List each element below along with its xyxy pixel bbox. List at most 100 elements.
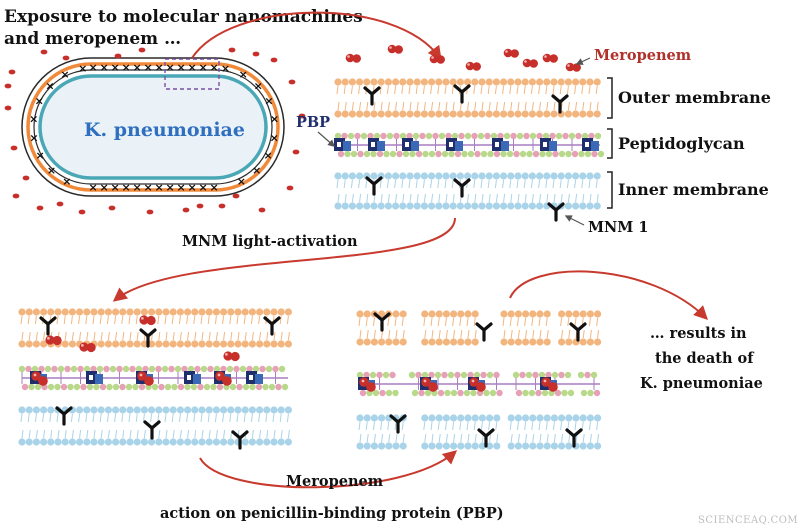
nanomachine-icon	[139, 328, 157, 348]
lipid-head	[184, 308, 192, 316]
lipid-tail	[444, 179, 447, 189]
nanomachine-icon	[39, 316, 57, 336]
peptidoglycan-unit	[272, 365, 279, 373]
lipid-head	[392, 78, 400, 86]
peptidoglycan-unit	[552, 150, 559, 158]
lipid-head	[384, 202, 392, 210]
lipid-head	[536, 338, 544, 346]
lipid-tail	[430, 85, 433, 95]
lipid-head	[140, 308, 148, 316]
lipid-head	[184, 438, 192, 446]
lipid-head	[263, 438, 271, 446]
nanomachine-icon	[453, 178, 471, 198]
lipid-tail	[56, 413, 59, 423]
lipid-tail	[259, 429, 262, 439]
lipid-tail	[222, 413, 225, 423]
lipid-head	[334, 78, 342, 86]
peptidoglycan-unit	[493, 371, 500, 379]
meropenem-sphere	[31, 371, 41, 381]
lipid-head	[220, 340, 228, 348]
lipid-tail	[34, 315, 37, 325]
lipid-tail	[172, 331, 175, 341]
peptidoglycan-unit	[451, 132, 459, 140]
cross-mark: ×	[89, 61, 98, 74]
lipid-head	[550, 110, 558, 118]
lipid-head	[227, 340, 235, 348]
peptidoglycan-unit	[268, 383, 276, 391]
cross-mark: ×	[254, 79, 263, 92]
lipid-head	[478, 442, 486, 450]
peptidoglycan-unit	[450, 389, 458, 397]
lipid-tail	[503, 329, 506, 339]
lipid-tail	[473, 317, 476, 327]
lipid-head	[32, 406, 41, 414]
peptidoglycan-unit	[484, 132, 491, 140]
lipid-head	[341, 202, 349, 210]
cross-mark: ×	[100, 61, 109, 74]
lipid-tail	[539, 433, 542, 443]
lipid-tail	[467, 329, 470, 339]
peptidoglycan-unit	[112, 383, 120, 391]
peptidoglycan-unit	[564, 371, 572, 379]
lipid-tail	[545, 421, 548, 431]
meropenem-dot	[10, 145, 18, 151]
lipid-tail	[344, 101, 347, 111]
pbp-icon	[446, 138, 463, 151]
peptidoglycan-unit	[200, 365, 208, 373]
lipid-head	[220, 308, 228, 316]
meropenem-highlight	[543, 379, 547, 383]
lipid-head	[500, 310, 508, 318]
meropenem-sphere	[421, 377, 431, 387]
lipid-tail	[107, 331, 110, 341]
lipid-tail	[49, 413, 52, 423]
peptidoglycan-unit	[536, 132, 543, 140]
peptidoglycan-unit	[367, 132, 374, 140]
lipid-tail	[279, 315, 282, 325]
lipid-head	[363, 310, 371, 318]
peptidoglycan-unit	[262, 383, 269, 391]
lipid-head	[586, 78, 594, 86]
pbp-pointer	[317, 131, 336, 147]
peptidoglycan-unit	[580, 389, 588, 397]
lipid-tail	[344, 193, 347, 203]
lipid-head	[464, 338, 472, 346]
peptidoglycan-unit	[64, 365, 71, 373]
lipid-tail	[200, 315, 203, 325]
lipid-head	[420, 202, 428, 210]
lipid-tail	[128, 315, 131, 325]
meropenem-sphere	[469, 377, 479, 387]
pbp-icon	[30, 371, 48, 386]
cross-mark: ×	[210, 61, 219, 74]
lipid-head	[579, 202, 587, 210]
lipid-head	[277, 406, 285, 414]
nanomachine-icon	[231, 430, 249, 450]
lipid-head	[413, 202, 421, 210]
peptidoglycan-unit	[122, 365, 130, 373]
lipid-head	[457, 310, 465, 318]
lipid-tail	[402, 101, 405, 111]
lipid-tail	[531, 421, 534, 431]
lipid-head	[565, 442, 573, 450]
lipid-tail	[588, 85, 591, 95]
exposure-title-line1: Exposure to molecular nanomachines	[4, 7, 363, 27]
lipid-head	[40, 438, 48, 446]
lipid-tail	[258, 315, 261, 325]
meropenem-dot	[62, 55, 70, 61]
lipid-tail	[496, 433, 499, 443]
meropenem-highlight	[524, 60, 527, 63]
lipid-head	[558, 442, 566, 450]
cross-mark: ×	[36, 149, 45, 162]
lipid-tail	[343, 85, 346, 95]
lipid-tail	[539, 193, 542, 203]
peptidoglycan-unit	[526, 150, 533, 158]
lipid-head	[550, 442, 559, 450]
lipid-tail	[28, 331, 31, 341]
meropenem-highlight	[141, 317, 144, 320]
lipid-head	[514, 414, 523, 422]
lipid-head	[61, 340, 69, 348]
meropenem-dot	[286, 185, 294, 191]
lipid-head	[155, 308, 163, 316]
peptidoglycan-unit	[18, 365, 26, 373]
lipid-tail	[460, 433, 463, 443]
lipid-head	[205, 406, 213, 414]
